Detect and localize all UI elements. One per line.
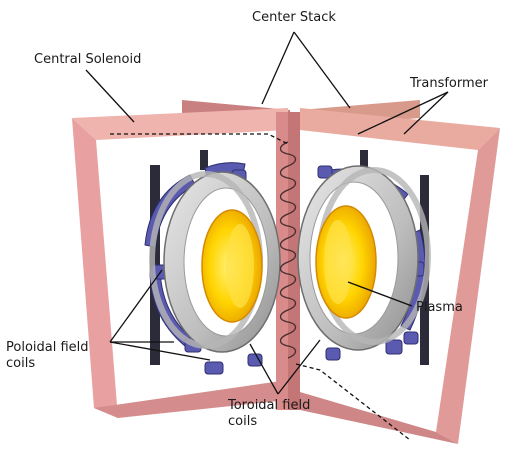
central-solenoid-leader: [86, 70, 134, 122]
plasma-label: Plasma: [416, 300, 463, 316]
toroidal-field-coils-label: Toroidal field coils: [228, 398, 310, 430]
plasma-left: [202, 210, 262, 322]
center-stack-leader-left: [262, 32, 294, 104]
center-stack-leader-right: [294, 32, 350, 108]
toroidal-label-line2: coils: [228, 414, 310, 430]
toroidal-label-line1: Toroidal field: [228, 398, 310, 414]
transformer-label: Transformer: [410, 76, 488, 92]
plasma-right: [316, 206, 376, 318]
poloidal-label-line1: Poloidal field: [6, 340, 89, 356]
poloidal-field-coils-label: Poloidal field coils: [6, 340, 89, 372]
center-stack-label: Center Stack: [252, 10, 336, 26]
poloidal-label-line2: coils: [6, 356, 89, 372]
central-solenoid-label: Central Solenoid: [34, 52, 141, 68]
